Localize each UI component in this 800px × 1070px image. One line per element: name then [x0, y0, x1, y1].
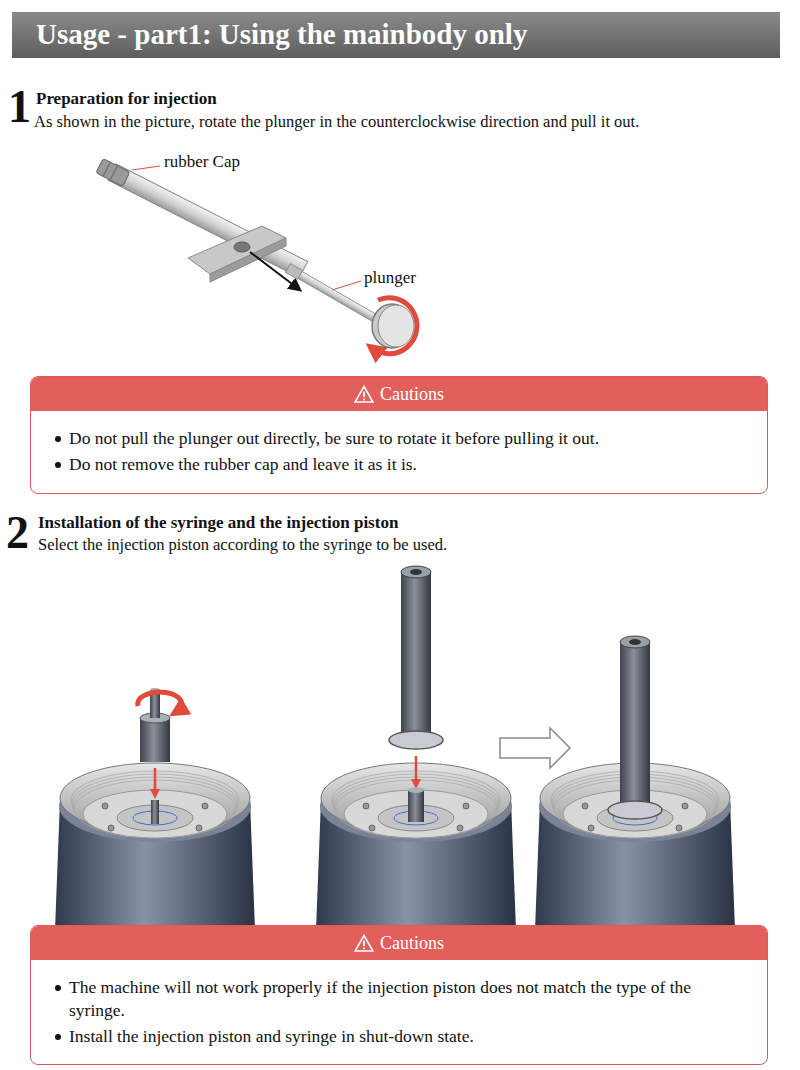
caution-item: Install the injection piston and syringe… [55, 1025, 743, 1048]
leader-line [132, 166, 160, 170]
caution-item: The machine will not work properly if th… [55, 976, 743, 1022]
step-number: 1 [8, 84, 31, 130]
bullet-dot [55, 462, 61, 468]
caution-heading: Cautions [380, 384, 444, 405]
caution-heading: Cautions [380, 933, 444, 954]
header-band [12, 12, 780, 58]
part-label: plunger [364, 268, 416, 288]
warning-icon [354, 934, 374, 952]
step-heading: Preparation for injection [36, 89, 217, 109]
bullet-dot [55, 985, 61, 991]
step-text: As shown in the picture, rotate the plun… [34, 112, 639, 132]
caution-box: Cautions Do not pull the plunger out dire… [30, 376, 768, 494]
caution-item: Do not remove the rubber cap and leave i… [55, 453, 743, 476]
caution-box: CautionsThe machine will not work proper… [30, 925, 768, 1065]
caution-text: Do not pull the plunger out directly, be… [69, 427, 599, 450]
caution-header: Cautions [31, 377, 767, 411]
plunger-part [286, 264, 417, 354]
part-label: rubber Cap [164, 152, 240, 172]
step-heading: Installation of the syringe and the inje… [38, 513, 398, 533]
caution-text: Do not remove the rubber cap and leave i… [69, 453, 417, 476]
syringe-installed [608, 636, 662, 819]
machine-body [316, 763, 516, 930]
caution-text: Install the injection piston and syringe… [69, 1025, 474, 1048]
next-arrow [500, 728, 570, 768]
page-title: Usage - part1: Using the mainbody only [36, 14, 527, 54]
syringe [389, 566, 443, 822]
bullet-dot [55, 1034, 61, 1040]
step-number: 2 [6, 510, 29, 556]
caution-item: Do not pull the plunger out directly, be… [55, 427, 743, 450]
caution-header: Cautions [31, 926, 767, 960]
machine-body [55, 763, 255, 930]
bullet-dot [55, 436, 61, 442]
warning-icon [354, 385, 374, 403]
injection-piston [138, 688, 182, 824]
leader-line [332, 281, 361, 290]
step-text: Select the injection piston according to… [38, 535, 447, 555]
injector-tool [95, 158, 307, 290]
caution-text: The machine will not work properly if th… [69, 976, 743, 1022]
